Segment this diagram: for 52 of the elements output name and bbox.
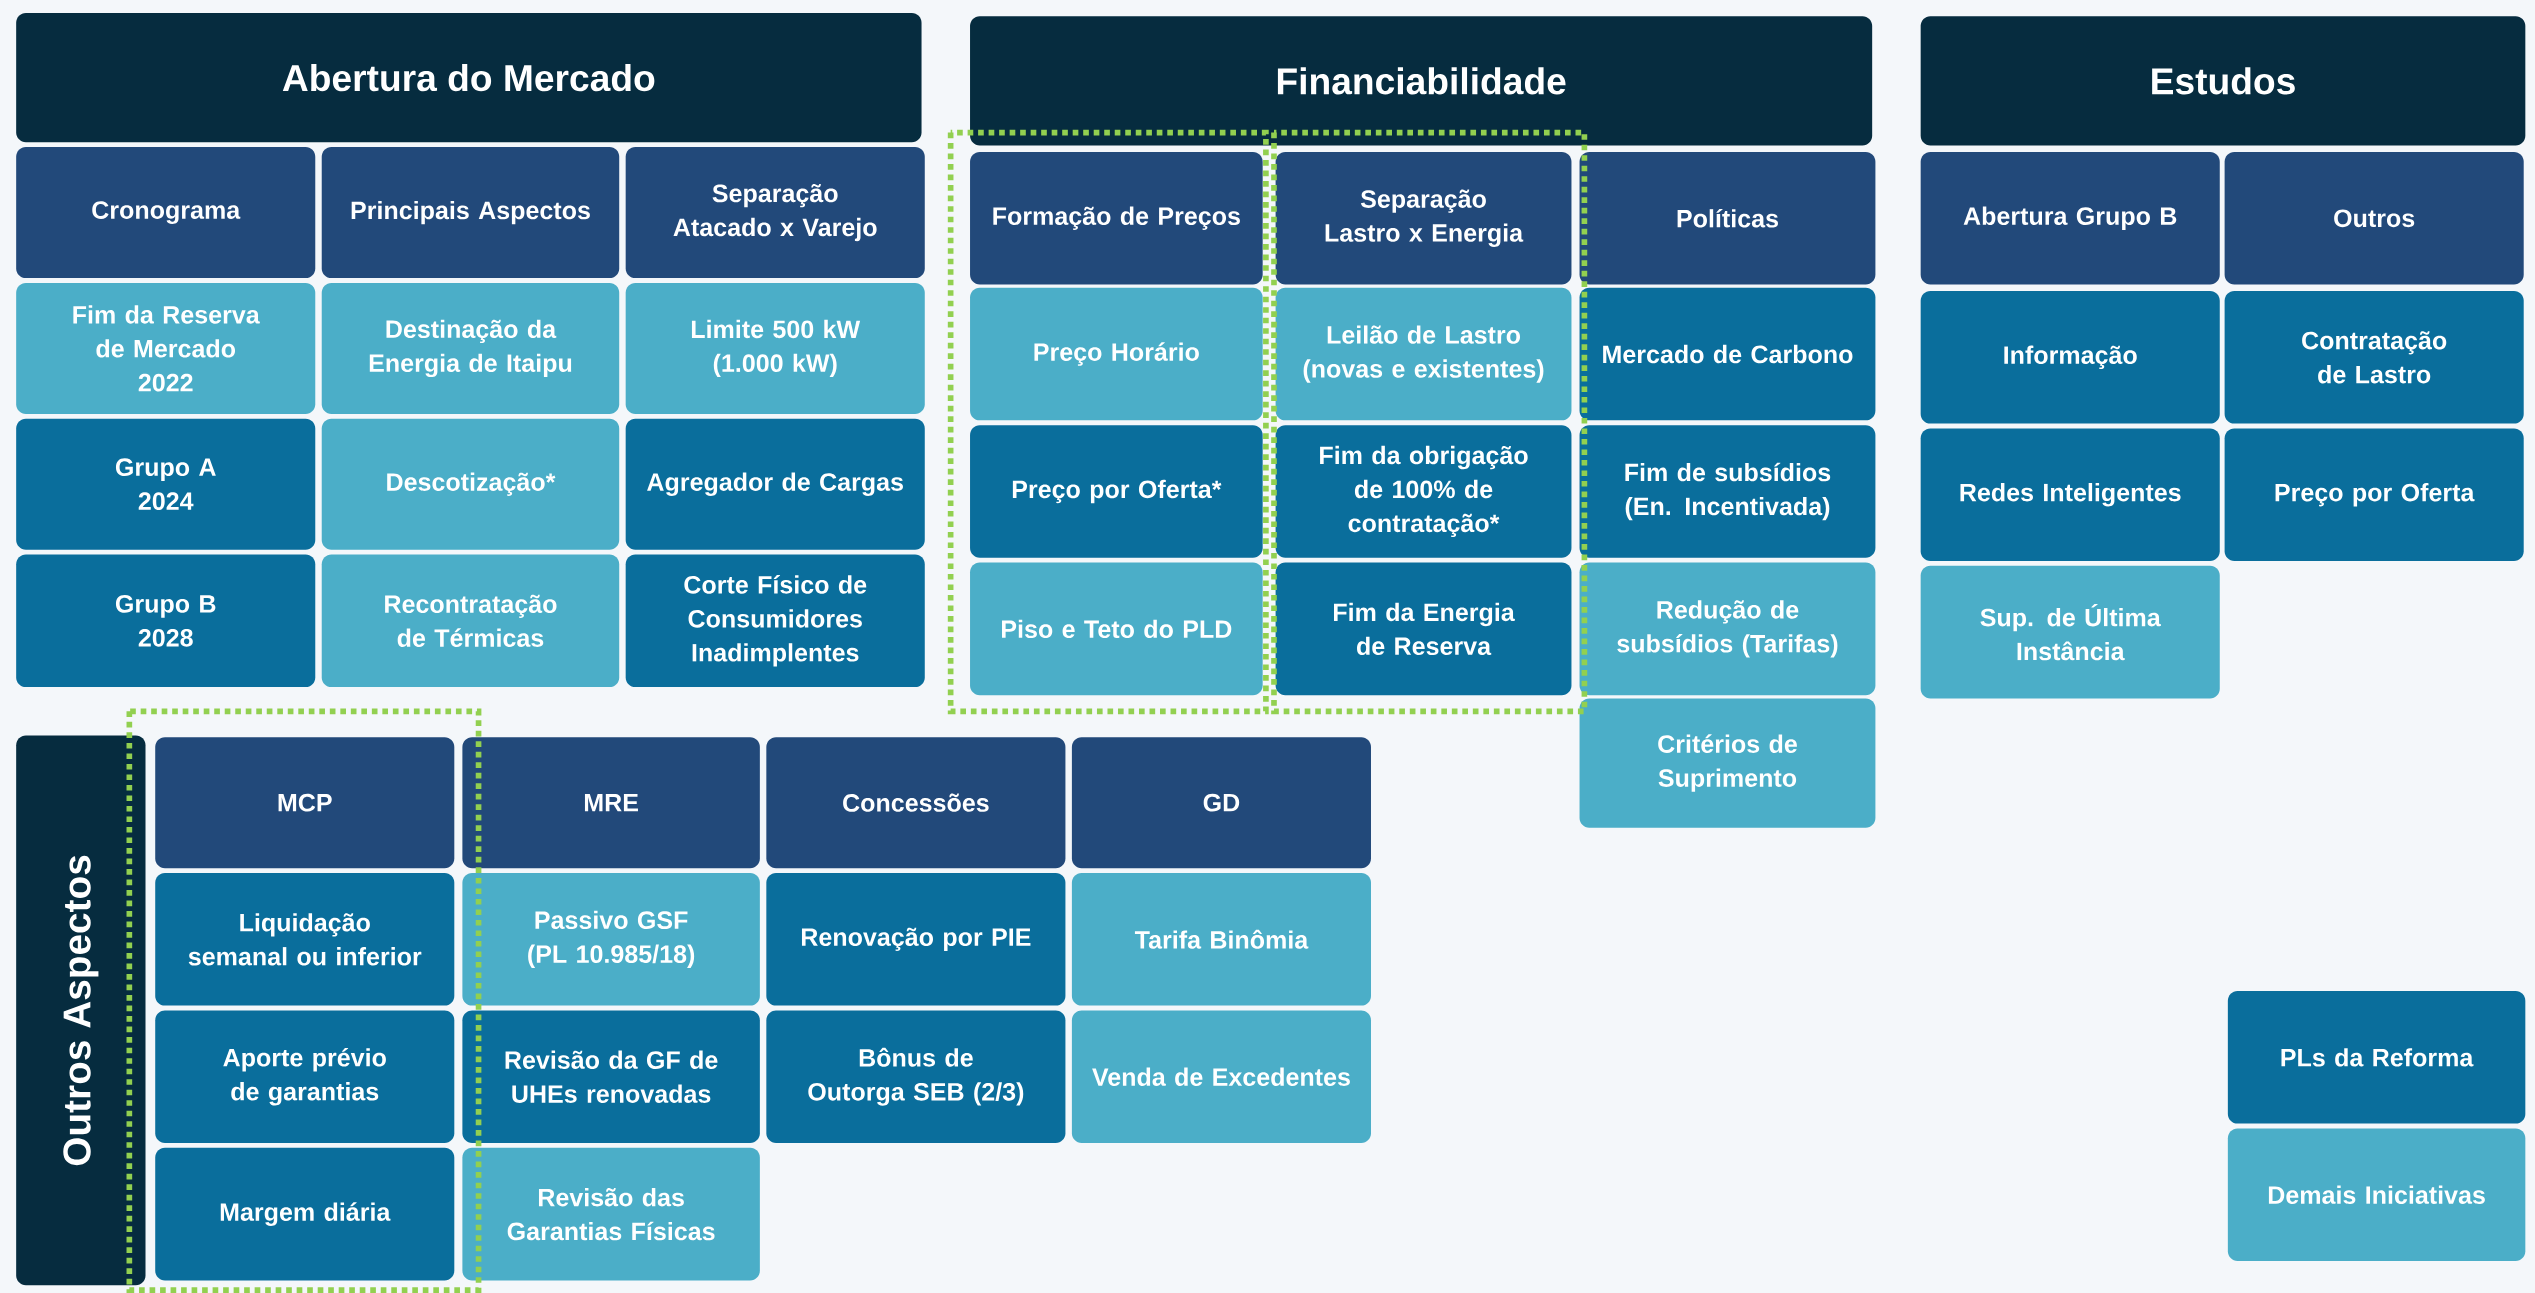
- section-header: Outros Aspectos: [16, 735, 146, 1286]
- topic-box: Limite 500 kW (1.000 kW): [625, 282, 925, 414]
- topic-box: Recontratação de Térmicas: [321, 554, 620, 687]
- topic-box: Grupo A 2024: [16, 418, 316, 550]
- topic-box: Redes Inteligentes: [1920, 428, 2220, 561]
- topic-box: Renovação por PIE: [766, 872, 1066, 1006]
- section-header: Estudos: [1920, 16, 2526, 146]
- topic-box: Aporte prévio de garantias: [155, 1010, 455, 1143]
- topic-box: Redução de subsídios (Tarifas): [1579, 562, 1876, 695]
- topic-box: Critérios de Suprimento: [1579, 698, 1876, 828]
- topic-box: Leilão de Lastro (novas e existentes): [1275, 287, 1572, 421]
- topic-box: Fim da obrigação de 100% de contratação*: [1275, 425, 1572, 558]
- topic-box: Sup. de Última Instância: [1920, 565, 2220, 699]
- topic-box: Venda de Excedentes: [1071, 1010, 1371, 1143]
- topic-box: Passivo GSF (PL 10.985/18): [462, 872, 760, 1006]
- topic-box: Revisão da GF de UHEs renovadas: [462, 1010, 760, 1143]
- topic-box: Corte Físico de Consumidores Inadimplentes: [625, 554, 925, 687]
- topic-box: Bônus de Outorga SEB (2/3): [766, 1010, 1066, 1143]
- topic-box: Informação: [1920, 290, 2220, 424]
- column-header: Concessões: [766, 737, 1066, 868]
- column-header: Políticas: [1579, 151, 1876, 285]
- column-header: Separação Lastro x Energia: [1275, 151, 1572, 285]
- column-header: Outros: [2224, 151, 2524, 285]
- topic-box: Piso e Teto do PLD: [970, 562, 1263, 695]
- column-header: MCP: [155, 737, 455, 868]
- column-header: GD: [1071, 737, 1371, 868]
- topic-box: PLs da Reforma: [2227, 990, 2526, 1124]
- column-header: Abertura Grupo B: [1920, 151, 2220, 285]
- column-header: Cronograma: [16, 146, 316, 278]
- topic-box: Preço Horário: [970, 287, 1263, 421]
- column-header: MRE: [462, 737, 760, 868]
- topic-box: Preço por Oferta*: [970, 425, 1263, 558]
- topic-box: Contratação de Lastro: [2224, 290, 2524, 424]
- topic-box: Demais Iniciativas: [2227, 1128, 2526, 1261]
- topic-box: Descotização*: [321, 418, 620, 550]
- section-header: Abertura do Mercado: [16, 12, 922, 143]
- topic-box: Fim da Reserva de Mercado 2022: [16, 282, 316, 414]
- topic-box: Margem diária: [155, 1147, 455, 1281]
- topic-box: Mercado de Carbono: [1579, 287, 1876, 421]
- topic-box: Tarifa Binômia: [1071, 872, 1371, 1006]
- topic-box: Revisão das Garantias Físicas: [462, 1147, 760, 1281]
- column-header: Separação Atacado x Varejo: [625, 146, 925, 278]
- topic-box: Fim de subsídios (En. Incentivada): [1579, 425, 1876, 558]
- column-header: Formação de Preços: [970, 151, 1263, 285]
- topic-box: Agregador de Cargas: [625, 418, 925, 550]
- topic-box: Liquidação semanal ou inferior: [155, 872, 455, 1006]
- topic-box: Grupo B 2028: [16, 554, 316, 687]
- topic-box: Preço por Oferta: [2224, 428, 2524, 561]
- section-header: Financiabilidade: [970, 16, 1873, 146]
- column-header: Principais Aspectos: [321, 146, 620, 278]
- topic-box: Destinação da Energia de Itaipu: [321, 282, 620, 414]
- topic-box: Fim da Energia de Reserva: [1275, 562, 1572, 695]
